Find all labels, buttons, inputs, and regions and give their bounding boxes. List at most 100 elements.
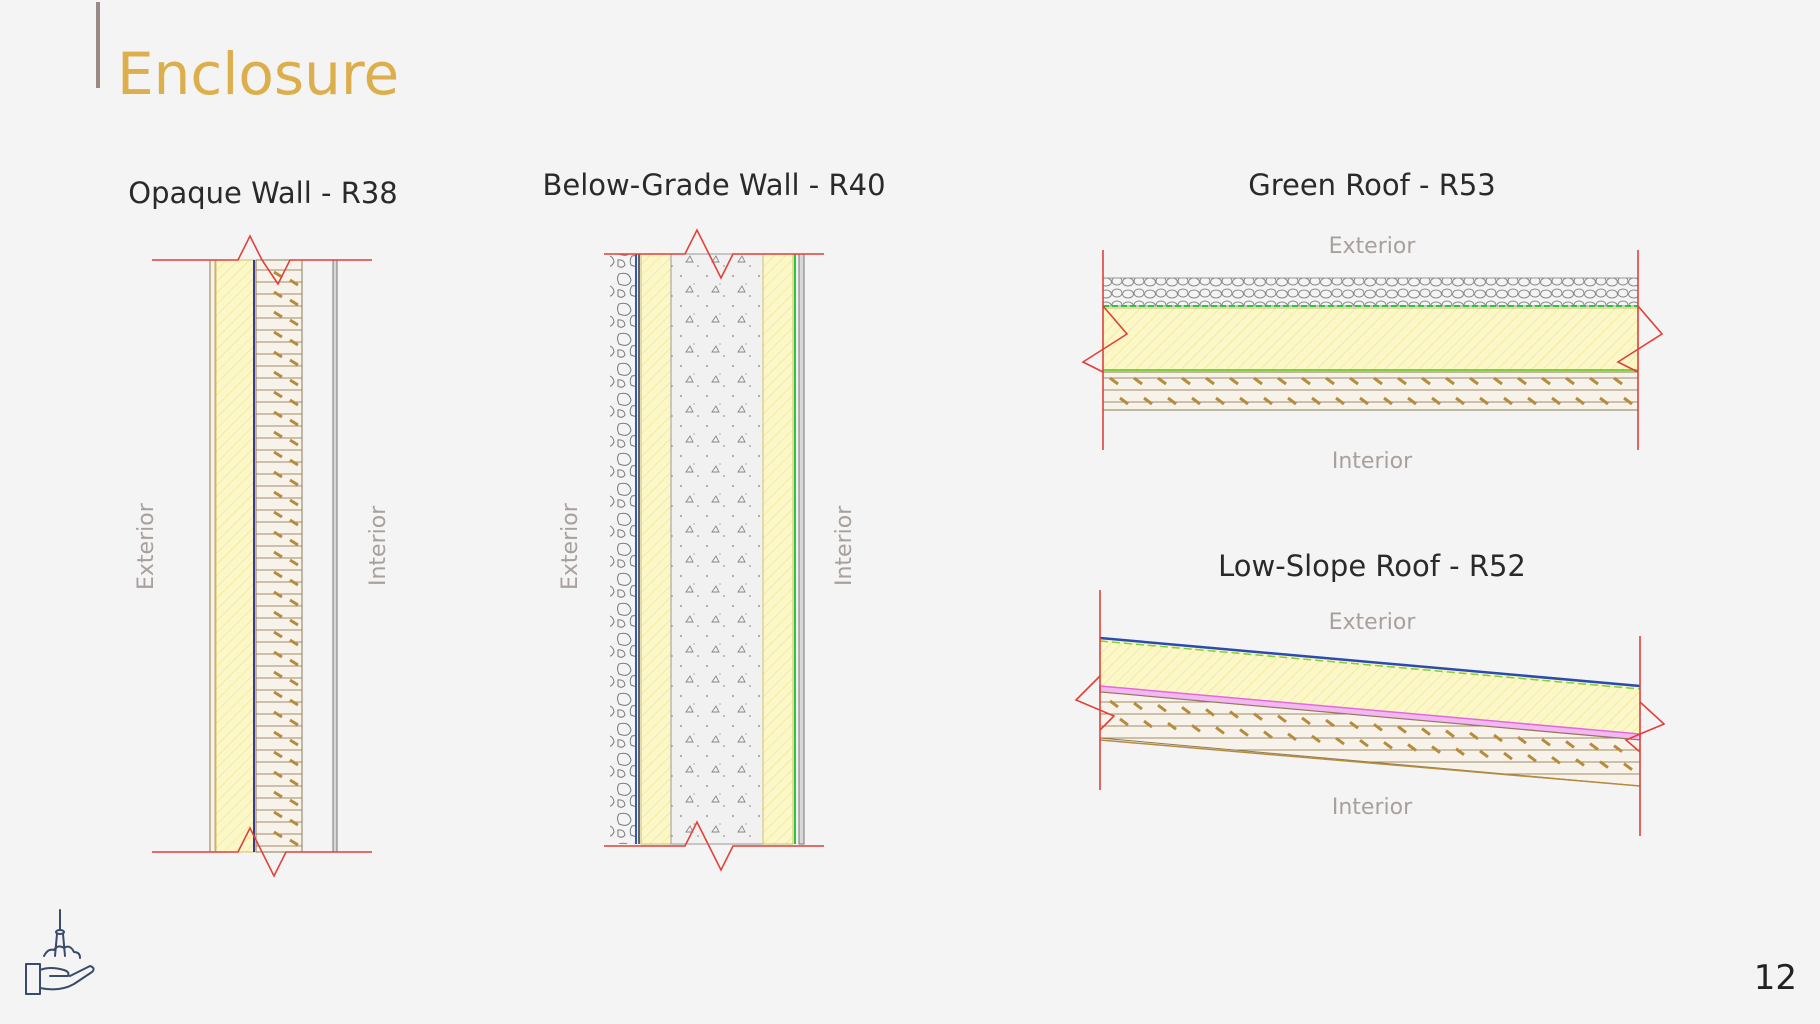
- page-title: Enclosure: [117, 40, 400, 108]
- wood-grain-mark: [1157, 703, 1167, 713]
- wood-grain-mark: [289, 798, 299, 807]
- wood-grain-mark: [273, 570, 283, 579]
- wood-grain-mark: [1215, 396, 1225, 406]
- wood-grain-mark: [1421, 376, 1431, 386]
- wood-grain-mark: [273, 490, 283, 499]
- wood-grain-mark: [1215, 726, 1225, 735]
- wood-grain-mark: [1397, 376, 1407, 386]
- wood-grain-mark: [289, 398, 299, 407]
- wood-grain-mark: [1239, 728, 1249, 737]
- wood-grain-mark: [273, 770, 283, 779]
- wood-grain-mark: [273, 310, 283, 319]
- wood-grain-mark: [1191, 724, 1201, 733]
- wood-grain-mark: [1109, 376, 1119, 386]
- wood-grain-mark: [289, 318, 299, 327]
- wood-grain-mark: [1287, 396, 1297, 406]
- wood-grain-mark: [1469, 731, 1479, 741]
- wood-grain-mark: [1311, 396, 1321, 406]
- wood-grain-mark: [1431, 396, 1441, 406]
- wood-grain-mark: [289, 738, 299, 747]
- wood-grain-mark: [289, 698, 299, 707]
- wood-grain-mark: [273, 650, 283, 659]
- wood-grain-mark: [273, 750, 283, 759]
- wood-grain-mark: [1359, 396, 1369, 406]
- wood-grain-mark: [273, 710, 283, 719]
- wood-grain-mark: [289, 518, 299, 527]
- wood-grain-mark: [1287, 732, 1297, 742]
- wood-grain-mark: [1493, 733, 1503, 743]
- wood-grain-mark: [1311, 734, 1321, 744]
- wood-grain-mark: [1373, 723, 1383, 732]
- opaque-wall-title: Opaque Wall - R38: [128, 176, 398, 210]
- wood-grain-mark: [273, 330, 283, 339]
- wood-grain-mark: [273, 530, 283, 539]
- wood-grain-mark: [273, 690, 283, 699]
- green-roof-exterior-label: Exterior: [1328, 234, 1416, 259]
- wood-grain-mark: [289, 378, 299, 387]
- wood-grain-mark: [273, 370, 283, 379]
- green-roof-section: [1081, 250, 1664, 450]
- wood-grain-mark: [1109, 699, 1119, 709]
- wood-grain-mark: [273, 790, 283, 799]
- wood-grain-mark: [1589, 376, 1599, 386]
- wood-grain-mark: [289, 838, 299, 847]
- wood-grain-mark: [1613, 376, 1623, 386]
- wood-grain-mark: [273, 590, 283, 599]
- wood-grain-mark: [1143, 396, 1153, 406]
- wood-grain-mark: [1181, 706, 1191, 715]
- wood-grain-mark: [273, 450, 283, 459]
- green-roof-title: Green Roof - R53: [1248, 168, 1496, 202]
- wood-grain-mark: [289, 278, 299, 287]
- wood-grain-mark: [289, 618, 299, 627]
- wood-grain-mark: [273, 630, 283, 639]
- wood-grain-mark: [273, 830, 283, 839]
- wood-grain-mark: [273, 730, 283, 739]
- title-accent-bar: [96, 2, 100, 88]
- wood-grain-mark: [1407, 396, 1417, 406]
- wood-grain-mark: [1527, 753, 1537, 763]
- wood-grain-mark: [1277, 376, 1287, 386]
- wood-grain-mark: [1397, 725, 1407, 734]
- wood-grain-mark: [289, 758, 299, 767]
- wood-grain-mark: [1277, 714, 1287, 724]
- wood-grain-mark: [1301, 376, 1311, 386]
- green-roof-interior-label: Interior: [1331, 449, 1413, 474]
- wood-grain-mark: [289, 658, 299, 667]
- wood-grain-mark: [1455, 747, 1465, 756]
- wood-grain-mark: [1575, 396, 1585, 406]
- wood-grain-mark: [1157, 376, 1167, 386]
- wood-grain-mark: [1263, 396, 1273, 406]
- wood-grain-mark: [1325, 718, 1335, 728]
- low-slope-roof-title: Low-Slope Roof - R52: [1218, 549, 1526, 583]
- wood-grain-mark: [273, 410, 283, 419]
- low-slope-roof-section: [1074, 590, 1666, 836]
- wood-grain-mark: [1253, 712, 1263, 721]
- wood-grain-mark: [1589, 742, 1599, 751]
- below-grade-wall-section: [604, 228, 824, 872]
- wood-grain-mark: [289, 358, 299, 367]
- wood-grain-mark: [273, 470, 283, 479]
- wood-grain-mark: [273, 430, 283, 439]
- wood-grain-mark: [1565, 740, 1575, 749]
- wood-grain-mark: [289, 438, 299, 447]
- wood-grain-mark: [1469, 376, 1479, 386]
- wood-grain-mark: [1383, 396, 1393, 406]
- page-number: 12: [1753, 958, 1797, 998]
- wood-grain-mark: [1421, 727, 1431, 736]
- wood-grain-mark: [1541, 738, 1551, 747]
- wood-grain-mark: [1263, 730, 1273, 739]
- wood-grain-mark: [1181, 376, 1191, 386]
- wood-grain-mark: [289, 778, 299, 787]
- wood-grain-mark: [1599, 396, 1609, 406]
- wood-grain-mark: [1455, 396, 1465, 406]
- opaque-wall-section: [152, 234, 372, 878]
- wood-grain-mark: [1253, 376, 1263, 386]
- wood-grain-mark: [273, 270, 283, 279]
- wood-grain-mark: [1205, 708, 1215, 717]
- wood-grain-mark: [289, 478, 299, 487]
- wood-grain-mark: [1479, 396, 1489, 406]
- wood-grain-mark: [1335, 396, 1345, 406]
- wood-grain-mark: [1565, 376, 1575, 386]
- wood-grain-mark: [1517, 735, 1527, 745]
- wood-grain-mark: [1407, 743, 1417, 752]
